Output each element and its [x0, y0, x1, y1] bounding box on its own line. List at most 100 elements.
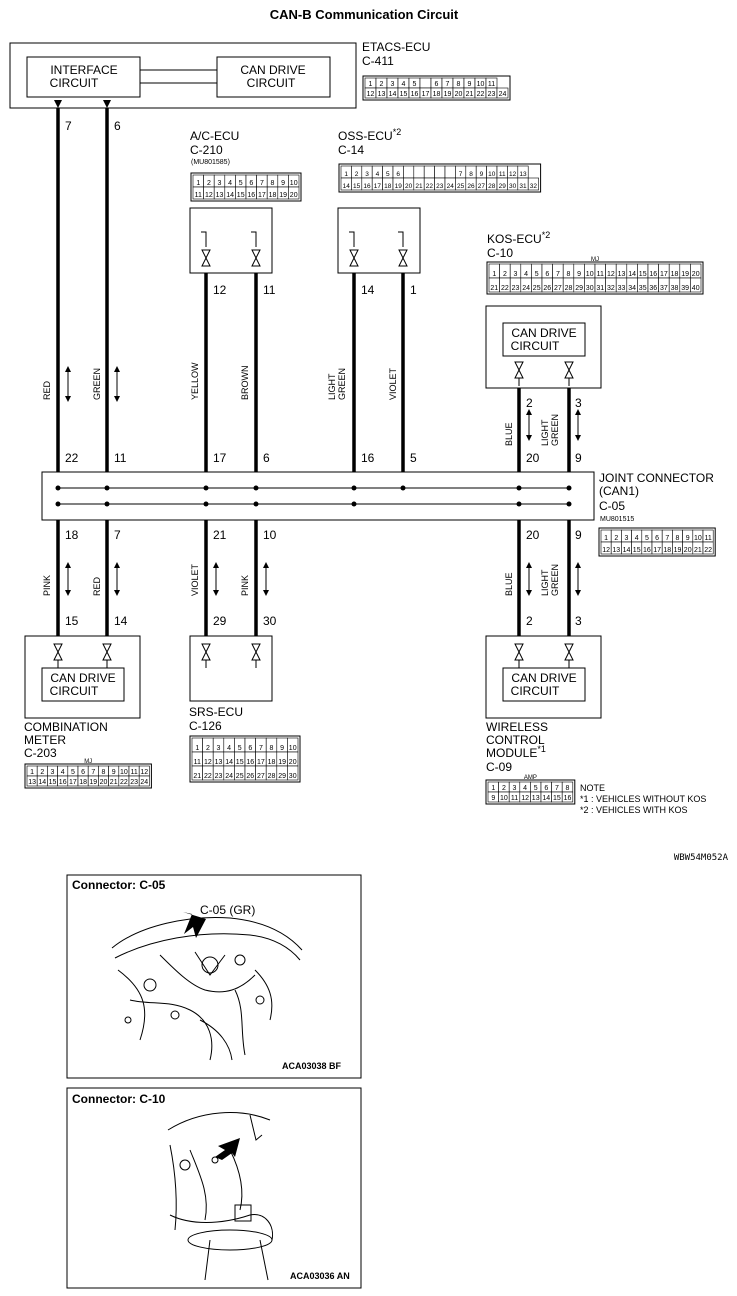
connector-pin-number: 11 — [704, 535, 711, 542]
connector-pin-number: 1 — [604, 535, 608, 542]
etacs-can-drive-label-1: CAN DRIVE — [240, 63, 305, 77]
connector-pin-number: 8 — [566, 785, 570, 792]
bidirectional-arrow-icon — [213, 562, 219, 596]
etacs-can-drive-label-2: CIRCUIT — [247, 76, 296, 90]
connector-pin-number: 3 — [365, 171, 369, 178]
connector-pin-cell — [413, 165, 425, 179]
connector-pin-number: 10 — [290, 180, 298, 187]
srs-pin-30: 30 — [263, 614, 277, 628]
wireless-control-module: CAN DRIVE CIRCUIT WIRELESS CONTROL MODUL… — [485, 635, 602, 805]
connector-pin-number: 14 — [38, 779, 46, 786]
bidirectional-arrow-icon — [575, 562, 581, 596]
connector-pin-cell — [287, 765, 299, 781]
transceiver-symbol — [201, 231, 211, 267]
photo2-code: ACA03036 AN — [290, 1271, 350, 1281]
connector-pin-number: 37 — [660, 285, 668, 292]
photo2-title: Connector: C-10 — [72, 1092, 166, 1106]
connector-pin-number: 18 — [268, 759, 276, 766]
connector-pin-number: 3 — [391, 81, 395, 88]
connector-pin-number: 6 — [655, 535, 659, 542]
connector-pin-cell — [288, 186, 300, 200]
oss-pin-1: 1 — [410, 283, 417, 297]
connector-pin-number: 18 — [663, 547, 671, 554]
transceiver-symbol — [53, 643, 63, 668]
connector-pin-number: 4 — [524, 271, 528, 278]
connector-pin-number: 7 — [446, 81, 450, 88]
oss-code: C-14 — [338, 143, 364, 157]
connector-pin-number: 6 — [396, 171, 400, 178]
note-head: NOTE — [580, 783, 605, 793]
junction-dot — [351, 485, 357, 491]
etacs-ecu: INTERFACE CIRCUIT CAN DRIVE CIRCUIT ETAC… — [9, 40, 511, 109]
wire-pink-2: PINK — [240, 575, 250, 596]
connector-pin-number: 8 — [457, 81, 461, 88]
joint-name-1: JOINT CONNECTOR — [599, 471, 714, 485]
connector-pin-number: 3 — [218, 180, 222, 187]
kos-can-drive-label-2: CIRCUIT — [511, 339, 560, 353]
connector-pin-number: 5 — [386, 171, 390, 178]
wire-pink-1: PINK — [42, 575, 52, 596]
connector-pin-number: 8 — [567, 271, 571, 278]
bottom-wires: 18 7 21 10 20 9 PINK RED VIOLET PINK BLU… — [42, 520, 582, 636]
wire-red-1: RED — [42, 380, 52, 400]
photo1-title: Connector: C-05 — [72, 878, 166, 892]
transceiver-symbol — [349, 231, 359, 267]
junction-dot — [203, 501, 209, 507]
connector-pin-number: 9 — [480, 171, 484, 178]
connector-pin-number: 6 — [248, 745, 252, 752]
connector-pin-number: 24 — [499, 91, 507, 98]
connector-pin-number: 1 — [369, 81, 373, 88]
connector-pin-number: 12 — [607, 271, 615, 278]
connector-pin-number: 18 — [433, 91, 441, 98]
srs-pin-29: 29 — [213, 614, 227, 628]
connector-pin-number: 5 — [534, 785, 538, 792]
connector-pin-cell — [702, 541, 714, 555]
connector-pin-number: 20 — [684, 547, 692, 554]
wire-light-green-2: LIGHTGREEN — [540, 414, 560, 446]
connector-pin-number: 29 — [499, 183, 507, 190]
connector-pin-cell — [434, 165, 446, 179]
connector-pin-number: 15 — [237, 192, 245, 199]
connector-c05-photo: Connector: C-05 C-05 (GR) ACA03038 BF — [66, 874, 362, 1079]
connector-pin-cell — [690, 277, 702, 293]
connector-pin-number: 20 — [405, 183, 413, 190]
connector-pin-number: 9 — [577, 271, 581, 278]
connector-pin-number: 33 — [618, 285, 626, 292]
combo-pin-14: 14 — [114, 614, 128, 628]
connector-pin-number: 17 — [257, 759, 265, 766]
connector-c10-photo: Connector: C-10 ACA03036 AN — [66, 1087, 362, 1289]
combo-code: C-203 — [24, 746, 57, 760]
connector-tab-label: MJ — [84, 759, 92, 765]
junction-dot — [253, 485, 259, 491]
connector-pin-number: 1 — [344, 171, 348, 178]
note-line-1: *1 : VEHICLES WITHOUT KOS — [580, 794, 706, 804]
connector-pin-number: 32 — [607, 285, 615, 292]
connector-pin-cell — [527, 177, 539, 191]
transceiver-symbol — [201, 643, 211, 668]
joint-pin-20-top: 20 — [526, 451, 540, 465]
connector-tab-label: AMP — [524, 775, 537, 781]
connector-tab-label: MJ — [591, 257, 599, 263]
connector-pin-number: 18 — [671, 271, 679, 278]
wcm-pin-3: 3 — [575, 614, 582, 628]
connector-pin-number: 15 — [639, 271, 647, 278]
connector-pin-number: 24 — [140, 779, 148, 786]
note-line-2: *2 : VEHICLES WITH KOS — [580, 805, 688, 815]
wire-green-1: GREEN — [92, 368, 102, 400]
connector-pin-number: 7 — [91, 769, 95, 776]
connector-pin-number: 2 — [614, 535, 618, 542]
joint-pin-5: 5 — [410, 451, 417, 465]
connector-pin-number: 13 — [519, 171, 527, 178]
connector-pin-number: 36 — [649, 285, 657, 292]
wcm-name-3: MODULE*1 — [486, 744, 546, 760]
bidirectional-arrow-icon — [114, 562, 120, 596]
connector-pin-number: 21 — [193, 773, 201, 780]
transceiver-symbol — [251, 643, 261, 668]
bidirectional-arrow-icon — [114, 366, 120, 402]
connector-pin-number: 18 — [384, 183, 392, 190]
connector-pin-number: 6 — [81, 769, 85, 776]
connector-pin-number: 34 — [628, 285, 636, 292]
